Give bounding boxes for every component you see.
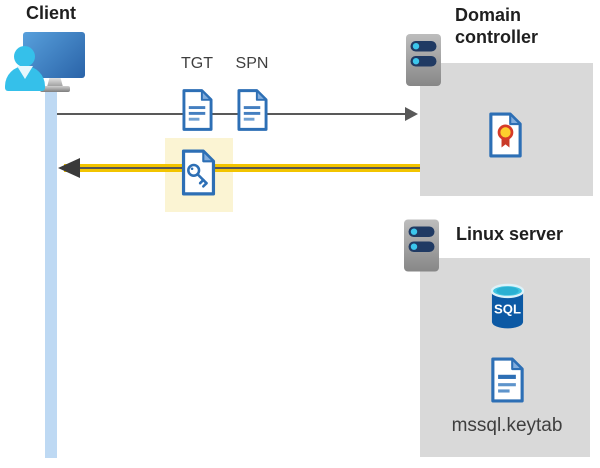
tgt-document-icon — [182, 89, 213, 131]
linux-server-label: Linux server — [456, 224, 564, 244]
spn-label: SPN — [235, 55, 269, 72]
client-timeline-bar — [45, 88, 57, 458]
keytab-file-icon — [491, 357, 524, 403]
spn-document-icon — [237, 89, 268, 131]
request-arrow-line — [57, 113, 406, 115]
sql-icon-text: SQL — [494, 301, 521, 316]
request-arrow-head-icon — [405, 107, 418, 121]
key-document-icon — [181, 149, 216, 196]
response-arrow-core-line — [80, 167, 420, 170]
monitor-stand-base-icon — [40, 86, 70, 92]
domain-controller-server-icon — [406, 34, 441, 86]
domain-controller-label: Domain controller — [455, 5, 539, 47]
sql-database-icon: SQL — [490, 283, 525, 329]
client-label: Client — [26, 3, 77, 23]
response-arrow-head-icon — [58, 158, 80, 178]
user-icon — [14, 46, 35, 67]
certificate-icon — [489, 112, 522, 158]
monitor-stand-icon — [47, 78, 63, 87]
tgt-label: TGT — [181, 55, 213, 72]
linux-server-icon — [404, 219, 439, 272]
keytab-filename-label: mssql.keytab — [451, 415, 563, 436]
